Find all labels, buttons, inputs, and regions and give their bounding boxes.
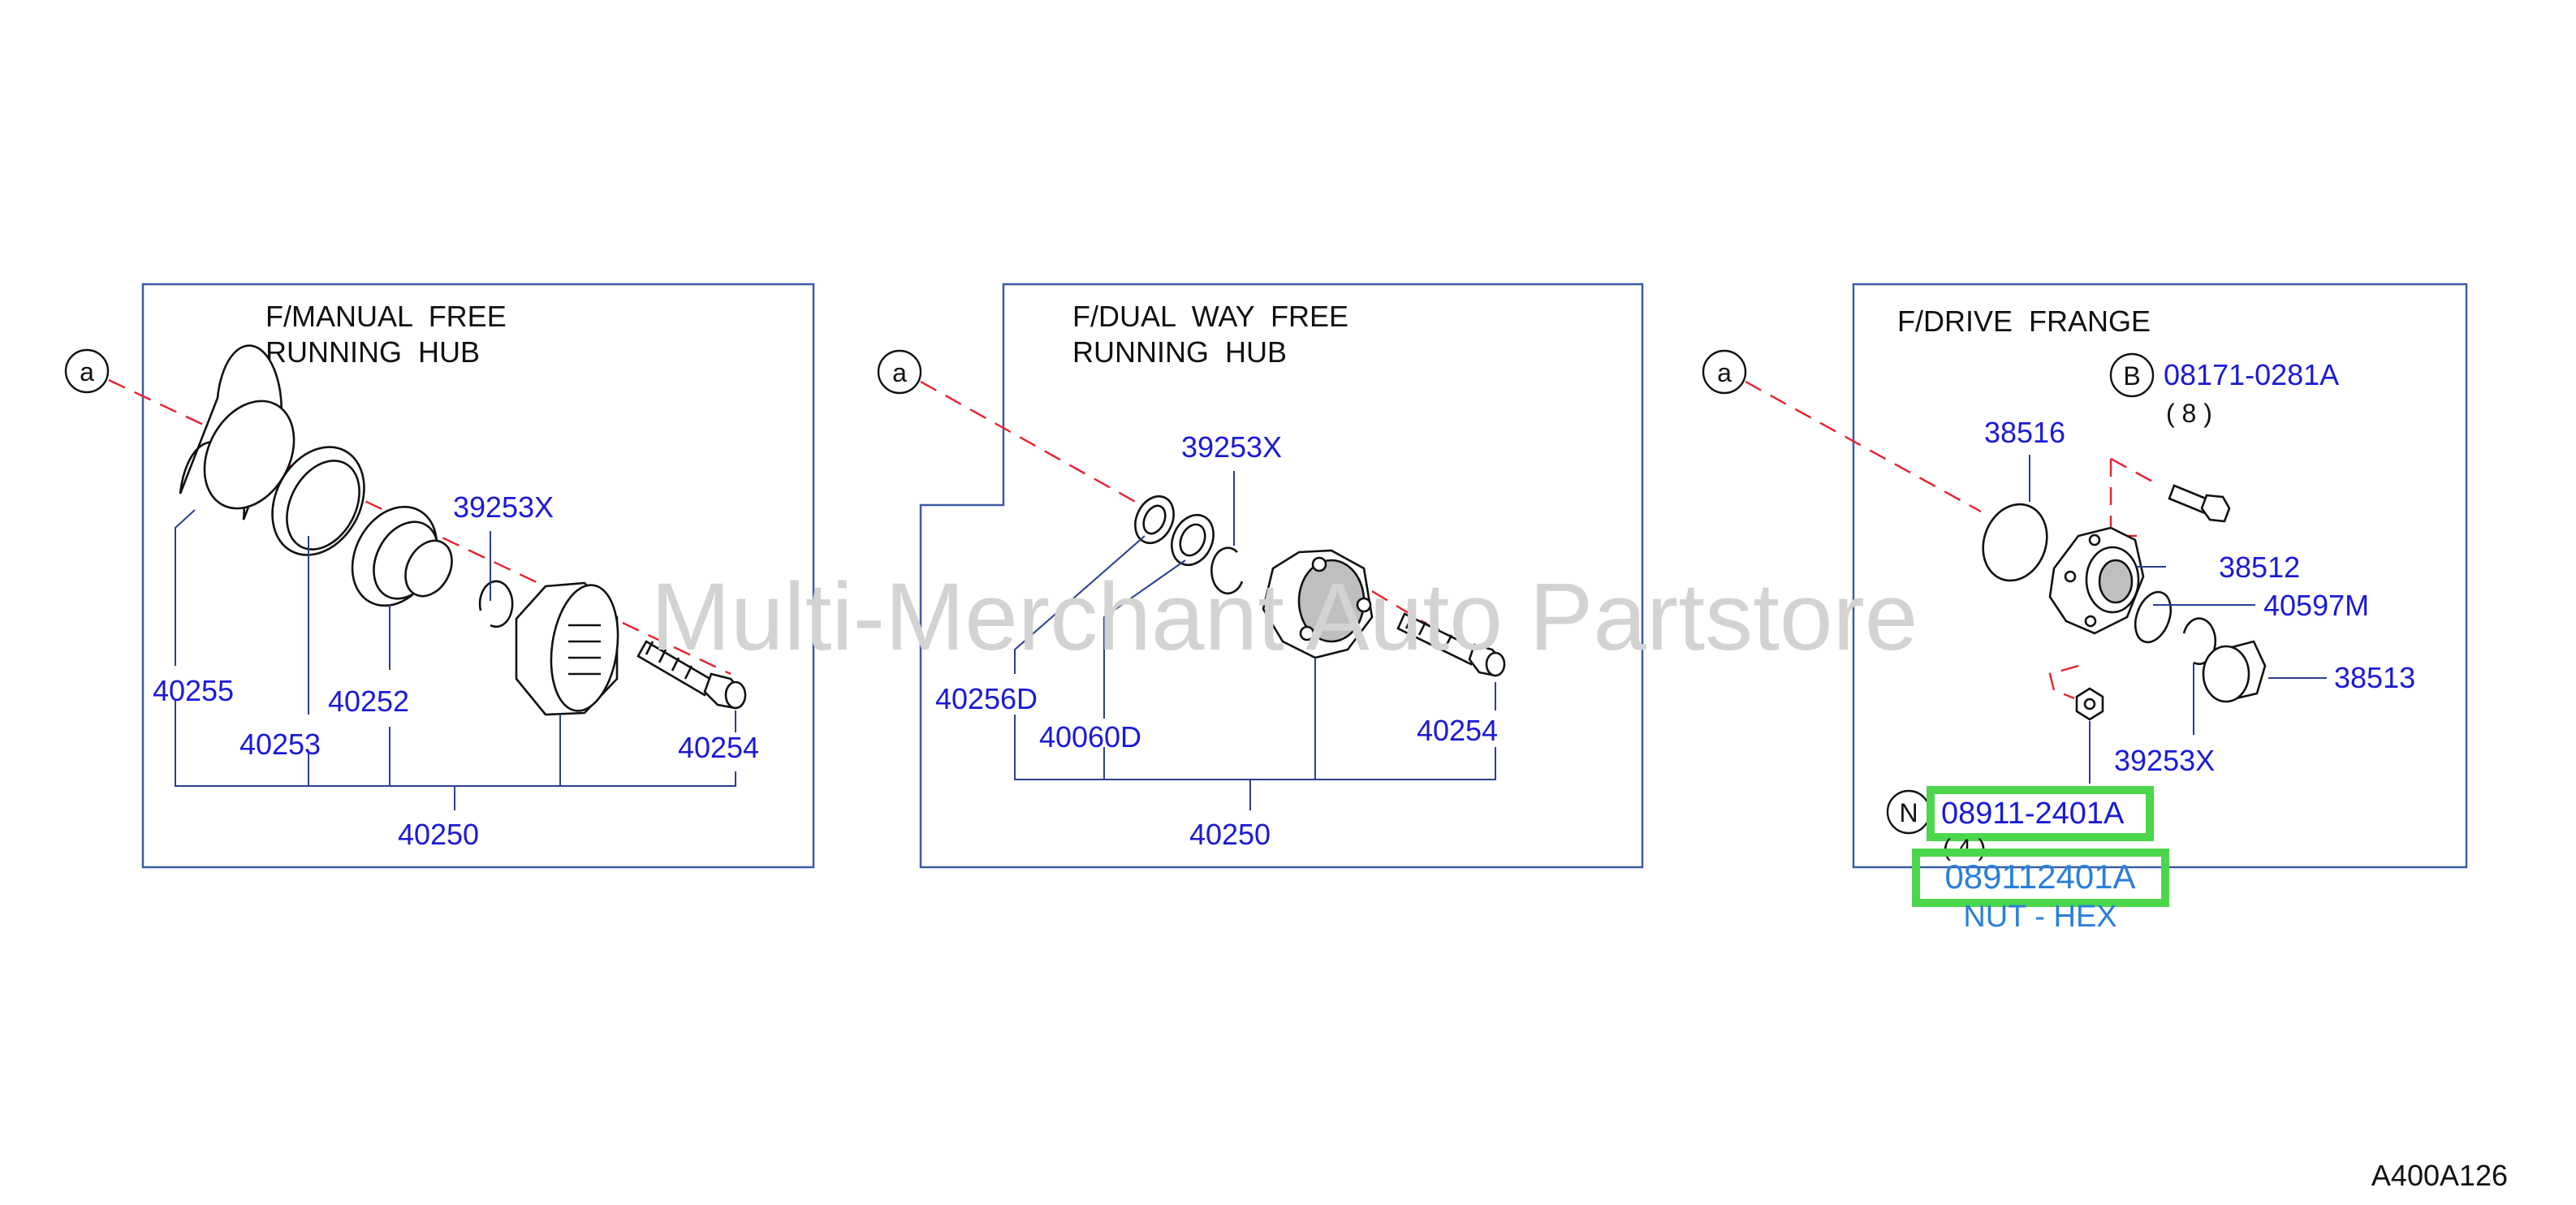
bolt-marker-b[interactable]: B <box>2109 352 2155 398</box>
part-hex-nut[interactable] <box>2075 687 2104 721</box>
leader-40060d <box>1103 559 1186 719</box>
part-label-40597m[interactable]: 40597M <box>2263 589 2369 622</box>
part-drum-ring[interactable] <box>179 344 312 525</box>
leader-40255 <box>175 509 196 666</box>
part-snap-ring[interactable] <box>1210 546 1244 595</box>
part-label-08171-0281a[interactable]: 08171-0281A <box>2164 358 2339 391</box>
part-label-40250[interactable]: 40250 <box>1189 818 1271 851</box>
part-dual-hub-body[interactable] <box>1262 549 1374 659</box>
panel-dual-way-free-running-hub: F/DUAL WAY FREE RUNNING HUB a <box>877 283 1644 869</box>
part-label-38516[interactable]: 38516 <box>1984 416 2065 449</box>
part-drive-flange[interactable] <box>2048 526 2145 635</box>
panel-frame <box>1852 283 2468 869</box>
part-label-38512[interactable]: 38512 <box>2219 551 2300 584</box>
ref-marker-a[interactable]: a <box>64 348 110 394</box>
bolt-quantity: ( 8 ) <box>2166 399 2212 428</box>
ref-marker-label: a <box>80 357 94 387</box>
part-label-40252[interactable]: 40252 <box>328 685 409 718</box>
panel-manual-free-running-hub: F/MANUAL FREE RUNNING HUB a <box>64 283 815 869</box>
highlight-box-search-result <box>1912 849 2169 907</box>
leader-40256d <box>1014 535 1146 674</box>
part-dust-cap-ring[interactable] <box>1973 495 2057 590</box>
guide-line <box>2048 457 2156 700</box>
highlight-box-nut-part <box>1927 786 2154 841</box>
part-label-40254[interactable]: 40254 <box>678 731 759 764</box>
guide-line <box>920 380 1154 513</box>
part-label-40256d[interactable]: 40256D <box>935 682 1038 715</box>
part-flange-bolt[interactable] <box>2168 484 2231 523</box>
nut-marker-label: N <box>1899 798 1918 827</box>
watermark: Multi-Merchant Auto Partstore <box>651 564 1918 671</box>
part-seal-ring[interactable] <box>254 431 382 571</box>
panel-title-line1: F/DUAL WAY FREE <box>1072 300 1348 333</box>
part-label-39253x[interactable]: 39253X <box>1181 430 1282 464</box>
part-label-40250[interactable]: 40250 <box>398 818 479 851</box>
part-toothed-washer[interactable] <box>1164 508 1222 572</box>
nut-quantity: ( 4 ) <box>1943 835 1986 862</box>
part-label-08911-2401a[interactable]: 08911-2401A <box>1941 797 2125 831</box>
panel-title: F/DRIVE FRANGE <box>1897 304 2151 338</box>
part-inner-body[interactable] <box>336 492 461 620</box>
panel-title-line1: F/MANUAL FREE <box>265 300 507 333</box>
panel-frame <box>141 283 815 869</box>
highlighted-part-description: NUT - HEX <box>1963 900 2116 934</box>
ref-marker-label: a <box>1717 358 1732 387</box>
panel-frame <box>919 283 1644 869</box>
part-o-ring[interactable] <box>2129 587 2177 647</box>
panel-drive-flange: F/DRIVE FRANGE a B 08171-0281A ( 8 ) <box>1702 283 2468 934</box>
highlighted-part-number[interactable]: 089112401A <box>1944 857 2135 896</box>
part-bolt[interactable] <box>1396 612 1506 677</box>
part-washer[interactable] <box>1128 490 1180 550</box>
part-hub-cap[interactable] <box>2202 640 2267 703</box>
part-hub-body[interactable] <box>515 581 625 716</box>
ref-marker-a[interactable]: a <box>877 349 922 395</box>
leader-bracket-40250 <box>1014 658 1496 810</box>
part-label-39253x[interactable]: 39253X <box>453 490 554 524</box>
part-bolt[interactable] <box>636 640 747 710</box>
ref-marker-label: a <box>892 358 907 387</box>
diagram-code: A400A126 <box>2371 1159 2508 1192</box>
guide-line <box>1745 380 1982 513</box>
leader-bracket-40250 <box>175 700 736 810</box>
nut-marker-n[interactable]: N <box>1886 789 1931 835</box>
bolt-marker-label: B <box>2123 361 2140 391</box>
part-snap-ring[interactable] <box>478 580 514 628</box>
part-label-39253x[interactable]: 39253X <box>2114 744 2215 777</box>
part-label-40254[interactable]: 40254 <box>1417 714 1498 747</box>
part-label-40253[interactable]: 40253 <box>239 728 321 761</box>
ref-marker-a[interactable]: a <box>1702 349 1747 395</box>
panel-title-line2: RUNNING HUB <box>1072 335 1287 369</box>
part-label-38513[interactable]: 38513 <box>2334 661 2415 694</box>
part-label-40060d[interactable]: 40060D <box>1039 720 1141 754</box>
part-label-40255[interactable]: 40255 <box>153 674 234 707</box>
panel-title-line2: RUNNING HUB <box>265 335 480 369</box>
